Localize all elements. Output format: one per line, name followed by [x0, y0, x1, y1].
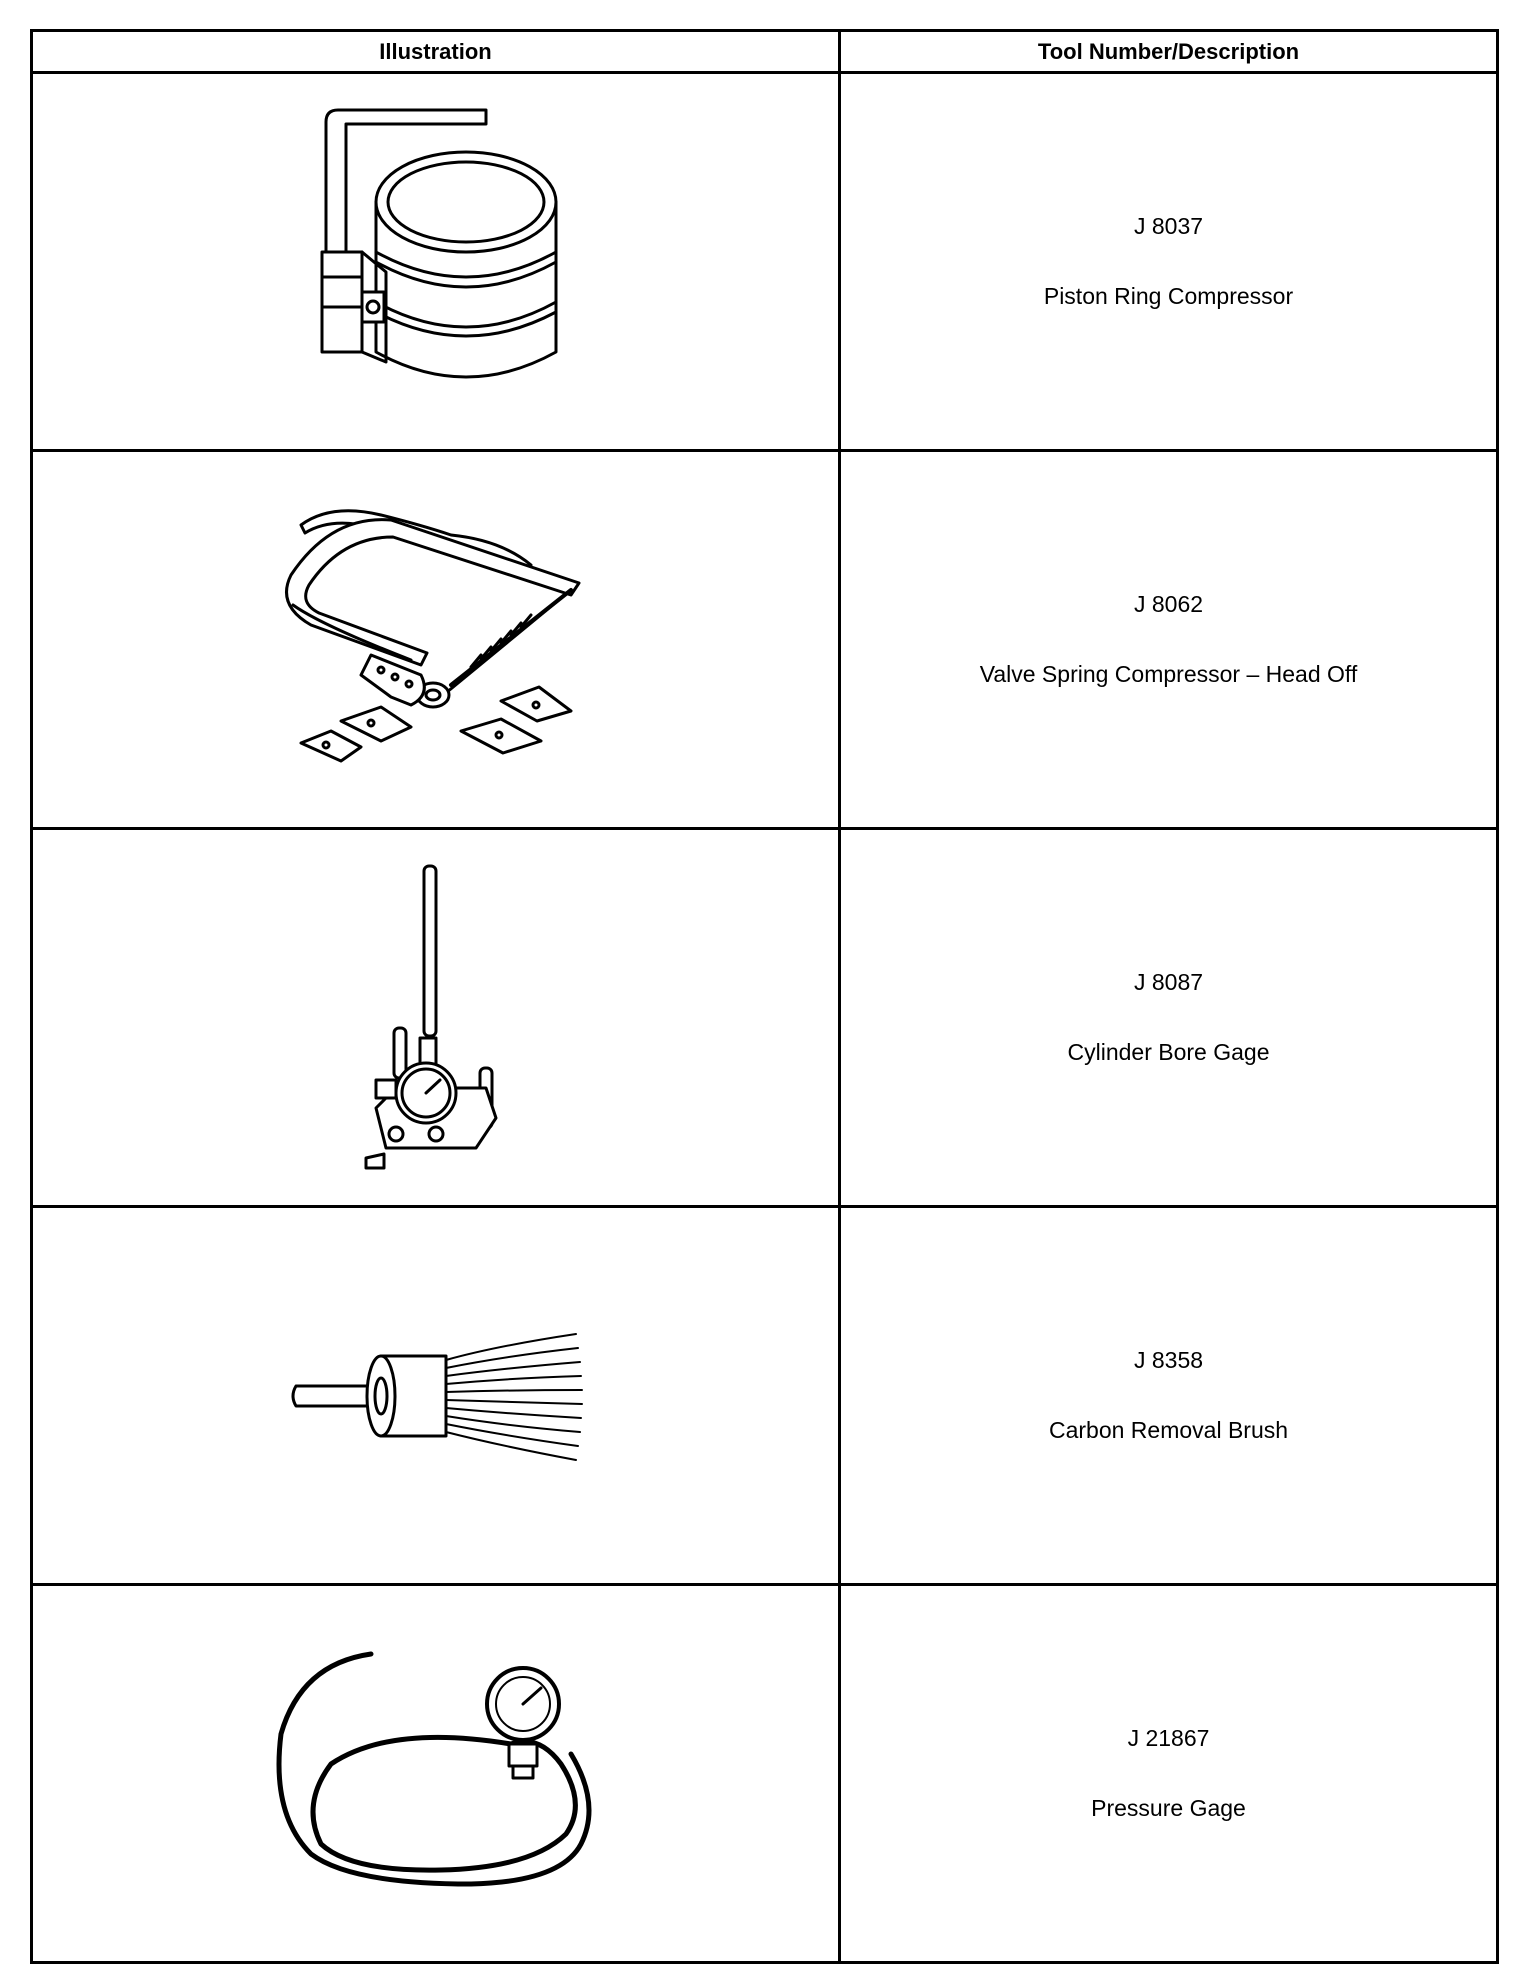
table-row: J 8062 Valve Spring Compressor – Head Of…	[30, 449, 1499, 830]
header-illustration: Illustration	[30, 29, 841, 74]
table-row: J 8037 Piston Ring Compressor	[30, 71, 1499, 452]
tool-table: Illustration Tool Number/Description	[30, 29, 1499, 1964]
tool-number: J 8358	[1133, 1347, 1204, 1373]
tool-number: J 8037	[1133, 213, 1204, 239]
tool-number: J 21867	[1127, 1725, 1210, 1751]
carbon-removal-brush-icon	[286, 1326, 586, 1466]
tool-description: Valve Spring Compressor – Head Off	[979, 661, 1358, 687]
valve-spring-compressor-icon	[271, 495, 601, 785]
table-row: J 8358 Carbon Removal Brush	[30, 1205, 1499, 1586]
illustration-cell	[30, 827, 841, 1208]
tool-description-cell: J 8037 Piston Ring Compressor	[838, 71, 1499, 452]
tool-description-cell: J 21867 Pressure Gage	[838, 1583, 1499, 1964]
illustration-cell	[30, 449, 841, 830]
piston-ring-compressor-icon	[286, 102, 586, 422]
cylinder-bore-gage-icon	[356, 858, 516, 1178]
header-tool-number-description: Tool Number/Description	[838, 29, 1499, 74]
tool-description: Carbon Removal Brush	[1048, 1417, 1289, 1443]
tool-description: Piston Ring Compressor	[1043, 283, 1294, 309]
table-header-row: Illustration Tool Number/Description	[30, 29, 1499, 74]
illustration-cell	[30, 1205, 841, 1586]
pressure-gage-icon	[271, 1644, 601, 1904]
table-row: J 21867 Pressure Gage	[30, 1583, 1499, 1964]
tool-description: Pressure Gage	[1091, 1795, 1246, 1821]
table-row: J 8087 Cylinder Bore Gage	[30, 827, 1499, 1208]
tool-number: J 8087	[1133, 969, 1204, 995]
illustration-cell	[30, 71, 841, 452]
tool-description-cell: J 8062 Valve Spring Compressor – Head Of…	[838, 449, 1499, 830]
tool-description-cell: J 8087 Cylinder Bore Gage	[838, 827, 1499, 1208]
tool-number: J 8062	[1133, 591, 1204, 617]
illustration-cell	[30, 1583, 841, 1964]
tool-description: Cylinder Bore Gage	[1067, 1039, 1270, 1065]
tool-description-cell: J 8358 Carbon Removal Brush	[838, 1205, 1499, 1586]
